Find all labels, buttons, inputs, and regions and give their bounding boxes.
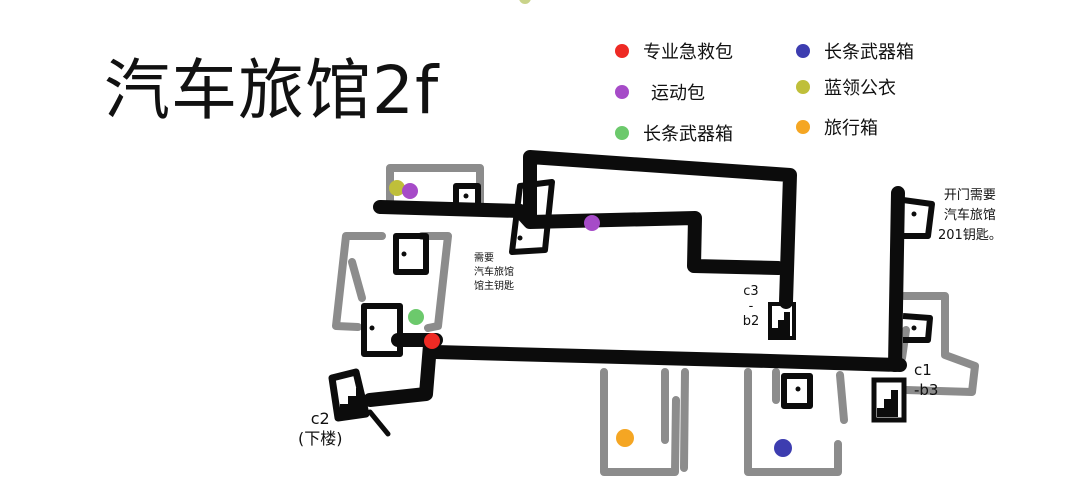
- marker-sports-bag-icon: [584, 215, 600, 231]
- room-outlines: [332, 164, 979, 476]
- note-line: 需要: [474, 253, 494, 264]
- door-5: [781, 373, 813, 409]
- legend-label: 运动包: [651, 83, 705, 104]
- room-right-tick: [898, 326, 910, 362]
- item-markers: [389, 180, 792, 457]
- purple-dot-icon: [615, 85, 629, 99]
- red-dot-icon: [615, 44, 629, 58]
- legend-label: 旅行箱: [824, 118, 878, 139]
- stairs-label-line: c1: [914, 361, 932, 379]
- stairs-label-line: b2: [742, 314, 760, 329]
- corridor-to-stairs: [363, 338, 437, 407]
- stairs: [328, 302, 907, 437]
- green-dot-icon: [615, 126, 629, 140]
- legend-item: 长条武器箱: [615, 120, 733, 146]
- marker-long-weapon-case-icon: [774, 439, 792, 457]
- legend-label: 长条武器箱: [643, 124, 733, 145]
- room-bottom-2-right: [836, 371, 848, 424]
- marker-suitcase-icon: [616, 429, 634, 447]
- marker-blue-collar-outfit-icon: [389, 180, 405, 196]
- marker-first-aid-kit-icon: [424, 333, 440, 349]
- note-line: 201钥匙。: [938, 228, 1002, 243]
- stairs-label-line: -b3: [914, 381, 939, 399]
- corridor-loop-top: [523, 150, 797, 309]
- legend-item: 运动包: [615, 79, 705, 105]
- room-right: [900, 292, 979, 396]
- room-left-outer: [332, 232, 386, 331]
- door-4: [361, 303, 403, 357]
- room-left-tick: [348, 258, 366, 302]
- edge-marker-icon: [519, 0, 531, 4]
- stairs-c2-label: c2 (下楼): [298, 409, 343, 449]
- owner-key-note: 需要 汽车旅馆 馆主钥匙: [474, 252, 514, 294]
- stairs-c1-label: c1 -b3: [914, 360, 938, 400]
- stairs-c1-icon: [871, 377, 907, 423]
- room-bottom-2: [744, 368, 842, 476]
- legend-item: 专业急救包: [615, 38, 733, 64]
- blue-dot-icon: [796, 44, 810, 58]
- map-title: 汽车旅馆2f: [104, 52, 440, 129]
- door-dots: [369, 193, 917, 392]
- door-3: [509, 179, 555, 255]
- stairs-c3-label: c3 - b2: [738, 284, 764, 329]
- legend-label: 专业急救包: [643, 42, 733, 63]
- note-line: 开门需要: [943, 188, 996, 203]
- door-201-key-note: 开门需要 汽车旅馆 201钥匙。: [938, 186, 1002, 246]
- stairs-c2-icon: [328, 368, 391, 437]
- stairs-label-line: c2: [310, 409, 330, 428]
- note-line: 汽车旅馆: [943, 208, 996, 223]
- corridor-upper: [373, 200, 785, 275]
- doors: [361, 179, 935, 409]
- stairs-label-line: (下楼): [298, 429, 343, 448]
- marker-sports-bag-icon: [402, 183, 418, 199]
- corridor-right: [888, 186, 905, 372]
- stairs-label-line: -: [748, 299, 754, 314]
- door-2: [453, 183, 481, 211]
- legend-item: 长条武器箱: [796, 38, 914, 64]
- room-bottom-1-right: [680, 368, 689, 472]
- stairs-label-line: c3: [743, 284, 759, 299]
- orange-dot-icon: [796, 120, 810, 134]
- marker-long-weapon-case-icon: [408, 309, 424, 325]
- legend-label: 蓝领公衣: [824, 78, 896, 99]
- room-bottom-1-left: [600, 368, 680, 476]
- olive-dot-icon: [796, 80, 810, 94]
- corridors: [363, 150, 907, 407]
- note-line: 汽车旅馆: [474, 267, 514, 278]
- legend-item: 蓝领公衣: [796, 74, 896, 100]
- legend-label: 长条武器箱: [824, 42, 914, 63]
- stairs-c3-icon: [768, 302, 796, 340]
- door-6: [902, 197, 935, 239]
- note-line: 馆主钥匙: [474, 281, 514, 292]
- legend-item: 旅行箱: [796, 114, 878, 140]
- corridor-lower: [429, 345, 907, 372]
- room-left-inner: [418, 232, 452, 332]
- door-1: [393, 233, 429, 275]
- door-7: [902, 313, 933, 343]
